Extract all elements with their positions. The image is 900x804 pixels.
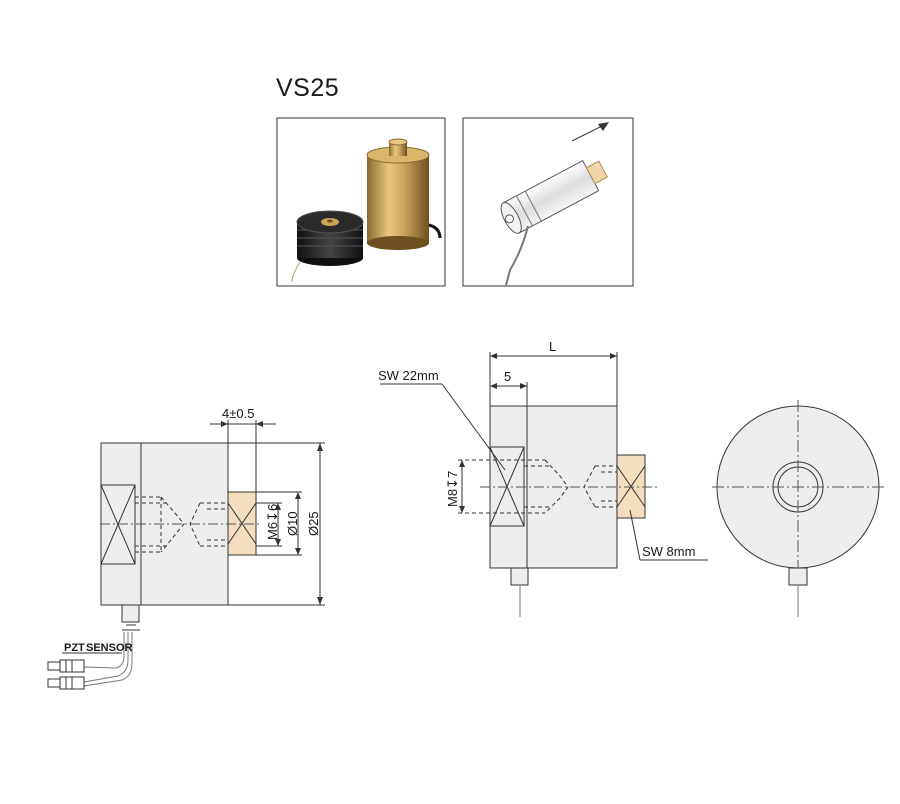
end-view-drawing <box>712 400 884 617</box>
dim-d10-label: Ø10 <box>285 511 300 536</box>
dim-length-label: L <box>549 339 556 354</box>
heatsink-actuator-image <box>291 210 364 283</box>
dim-stroke-label: 4±0.5 <box>222 406 254 421</box>
motion-schematic <box>462 117 634 287</box>
cable-label-pzt: PZT <box>64 642 85 654</box>
brass-actuator-image <box>366 138 442 250</box>
product-photo <box>276 117 446 287</box>
wrench-8mm-label: SW 8mm <box>642 544 695 559</box>
cable-label-sensor: SENSOR <box>86 642 133 654</box>
left-dimension-arrows <box>221 421 323 605</box>
motion-arrow-icon <box>571 122 609 142</box>
product-title: VS25 <box>276 74 340 102</box>
side-view-drawing <box>47 420 325 690</box>
dim-thread-m8-label: M8↧7 <box>445 471 460 507</box>
dim-5-label: 5 <box>504 369 511 384</box>
middle-dimension-arrows <box>459 353 617 513</box>
dim-d25-label: Ø25 <box>306 511 321 536</box>
dim-thread-m6-label: M6↧6 <box>265 504 280 540</box>
front-view-drawing <box>380 352 708 617</box>
wrench-22mm-label: SW 22mm <box>378 368 439 383</box>
